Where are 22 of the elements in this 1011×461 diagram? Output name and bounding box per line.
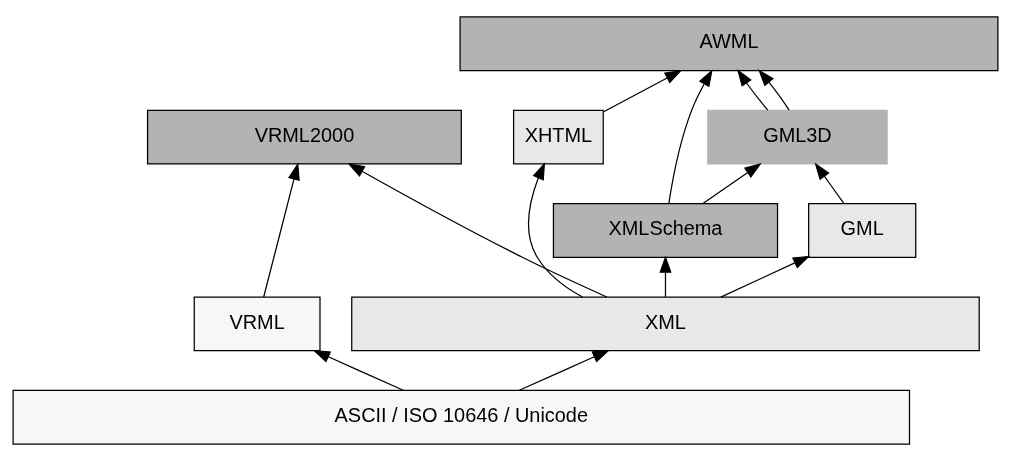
node-box: XMLSchema (552, 203, 779, 258)
arrow (347, 162, 608, 298)
node-box: VRML (193, 296, 321, 352)
node-box: XML (351, 296, 980, 352)
arrow (758, 69, 790, 111)
node-box: ASCII / ISO 10646 / Unicode (12, 389, 911, 445)
arrow (720, 255, 811, 298)
node-box: GML3D (707, 109, 888, 165)
arrow (701, 162, 762, 205)
arrow (659, 255, 672, 298)
node-box: VRML2000 (146, 109, 462, 165)
arrow (312, 349, 405, 392)
node-box: AWML (459, 16, 999, 72)
arrow (736, 68, 769, 111)
node-box: XHTML (512, 109, 604, 165)
arrow (668, 69, 713, 205)
arrow (603, 69, 683, 113)
arrow (528, 162, 584, 298)
arrow (263, 162, 300, 298)
arrow (518, 349, 610, 392)
arrow (814, 162, 845, 205)
node-box: GML (808, 203, 917, 258)
